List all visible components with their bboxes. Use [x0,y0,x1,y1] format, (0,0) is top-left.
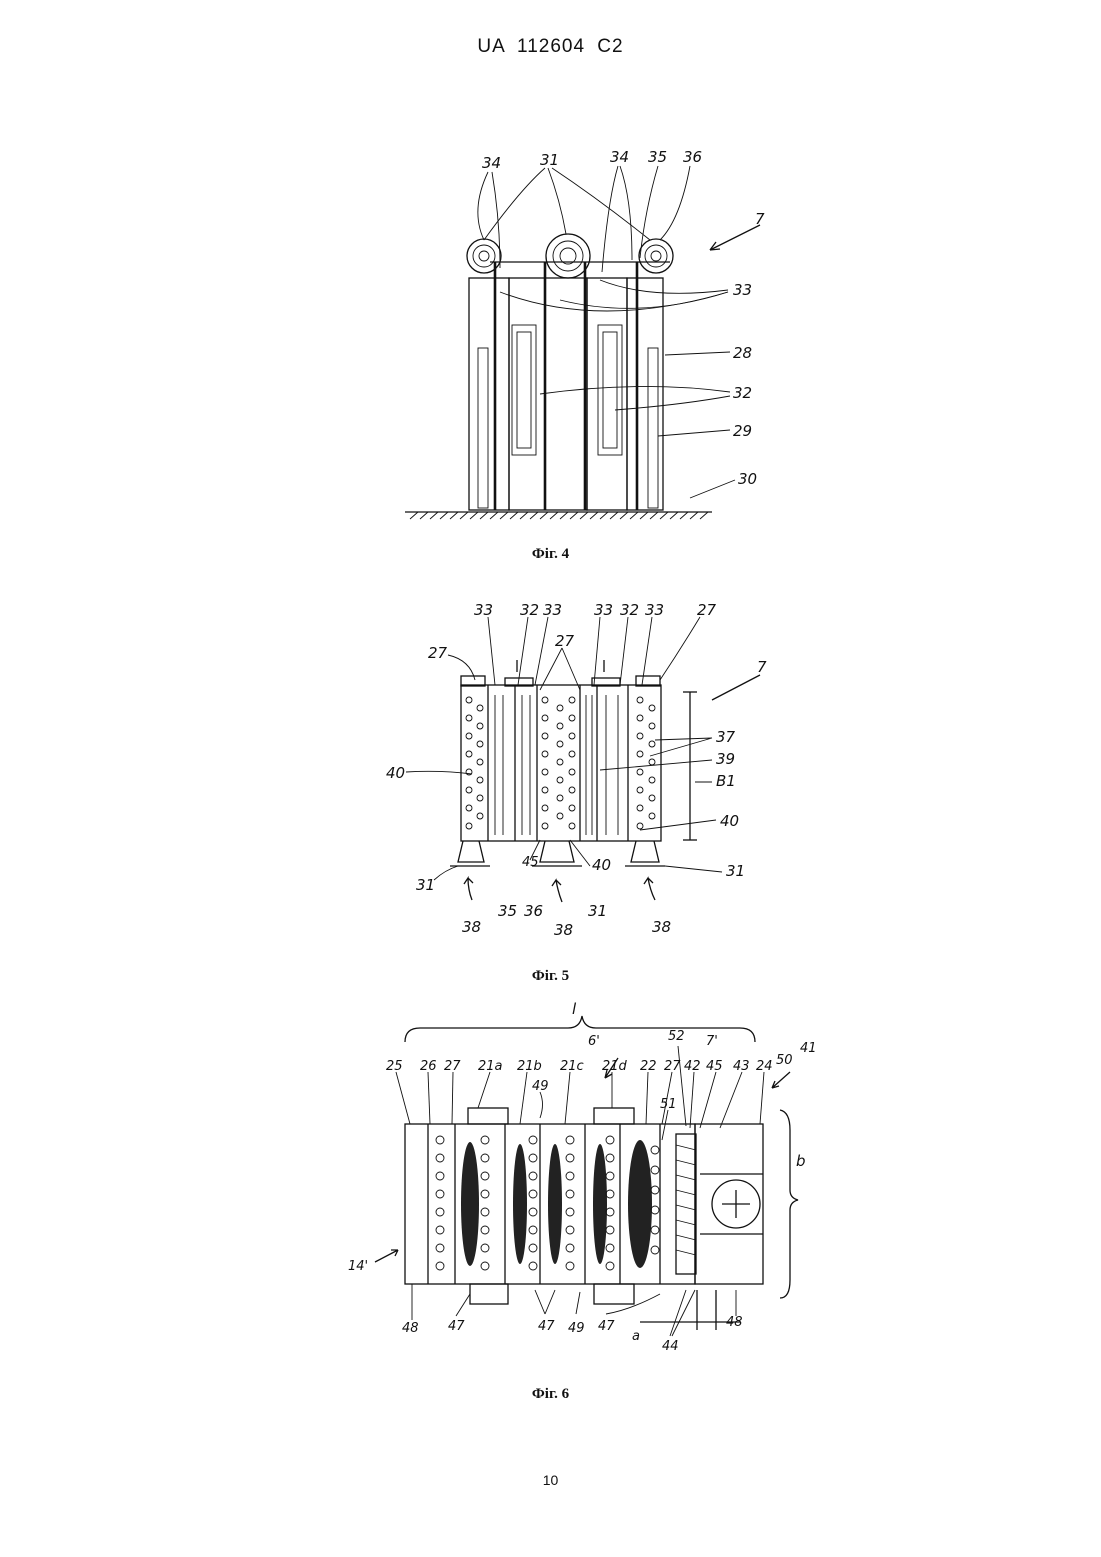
svg-text:27: 27 [428,644,448,662]
svg-text:51: 51 [660,1097,677,1112]
svg-text:32: 32 [520,601,539,619]
svg-text:38: 38 [652,918,671,936]
svg-text:31: 31 [416,876,435,894]
svg-text:42: 42 [684,1059,701,1074]
svg-text:7: 7 [755,210,765,228]
svg-text:29: 29 [733,422,752,440]
svg-text:47: 47 [448,1319,465,1334]
svg-text:24: 24 [756,1059,773,1074]
svg-text:45: 45 [522,855,539,870]
svg-text:7: 7 [757,658,767,676]
svg-text:49: 49 [532,1079,549,1094]
svg-text:34: 34 [482,154,501,172]
svg-text:48: 48 [726,1315,743,1330]
svg-text:34: 34 [610,148,629,166]
svg-text:33: 33 [645,601,664,619]
svg-text:21c: 21c [560,1059,584,1074]
svg-text:27: 27 [664,1059,681,1074]
svg-text:50: 50 [776,1053,793,1068]
svg-text:28: 28 [733,344,752,362]
svg-text:33: 33 [474,601,493,619]
page-number: 10 [0,1472,1101,1488]
figure-5-drawing: 33 32 33 33 32 33 27 27 27 7 37 39 B1 40… [386,601,767,939]
svg-text:32: 32 [733,384,752,402]
svg-text:40: 40 [386,764,405,782]
svg-text:31: 31 [588,902,607,920]
svg-text:14': 14' [348,1259,368,1274]
svg-text:a: a [632,1329,640,1344]
svg-text:47: 47 [538,1319,555,1334]
svg-text:35: 35 [648,148,667,166]
svg-text:25: 25 [386,1059,403,1074]
svg-text:36: 36 [524,902,543,920]
svg-text:27: 27 [697,601,717,619]
svg-text:l: l [572,1000,577,1018]
figure-4-caption: Фіг. 4 [0,546,1101,563]
svg-text:44: 44 [662,1339,679,1354]
svg-text:39: 39 [716,750,735,768]
svg-text:36: 36 [683,148,702,166]
svg-text:32: 32 [620,601,639,619]
svg-text:30: 30 [738,470,757,488]
figure-6-caption: Фіг. 6 [0,1386,1101,1403]
svg-text:43: 43 [733,1059,750,1074]
svg-text:49: 49 [568,1321,585,1336]
svg-text:31: 31 [726,862,745,880]
svg-text:27: 27 [555,632,575,650]
svg-text:21d: 21d [602,1059,628,1074]
svg-text:21b: 21b [517,1059,542,1074]
svg-text:41: 41 [800,1041,817,1056]
svg-text:52: 52 [668,1029,685,1044]
svg-text:37: 37 [716,728,736,746]
svg-text:B1: B1 [716,772,736,790]
figure-4-drawing: 34 31 34 35 36 7 33 28 32 29 30 [405,148,765,519]
svg-text:22: 22 [640,1059,657,1074]
svg-text:33: 33 [543,601,562,619]
svg-text:38: 38 [462,918,481,936]
svg-text:35: 35 [498,902,517,920]
svg-text:b: b [796,1152,806,1170]
svg-text:31: 31 [540,151,559,169]
figure-5-caption: Фіг. 5 [0,968,1101,985]
svg-text:26: 26 [420,1059,437,1074]
svg-text:48: 48 [402,1321,419,1336]
svg-text:47: 47 [598,1319,615,1334]
svg-text:38: 38 [554,921,573,939]
svg-text:40: 40 [592,856,611,874]
svg-text:33: 33 [733,281,752,299]
svg-text:33: 33 [594,601,613,619]
svg-text:40: 40 [720,812,739,830]
svg-text:7': 7' [706,1034,718,1049]
svg-text:6': 6' [588,1034,600,1049]
svg-text:45: 45 [706,1059,723,1074]
svg-text:21a: 21a [478,1059,503,1074]
svg-text:27: 27 [444,1059,461,1074]
figure-6-drawing: l 6' 52 7' 25 26 27 21a 21b 21c 21d 22 2… [348,1000,817,1354]
